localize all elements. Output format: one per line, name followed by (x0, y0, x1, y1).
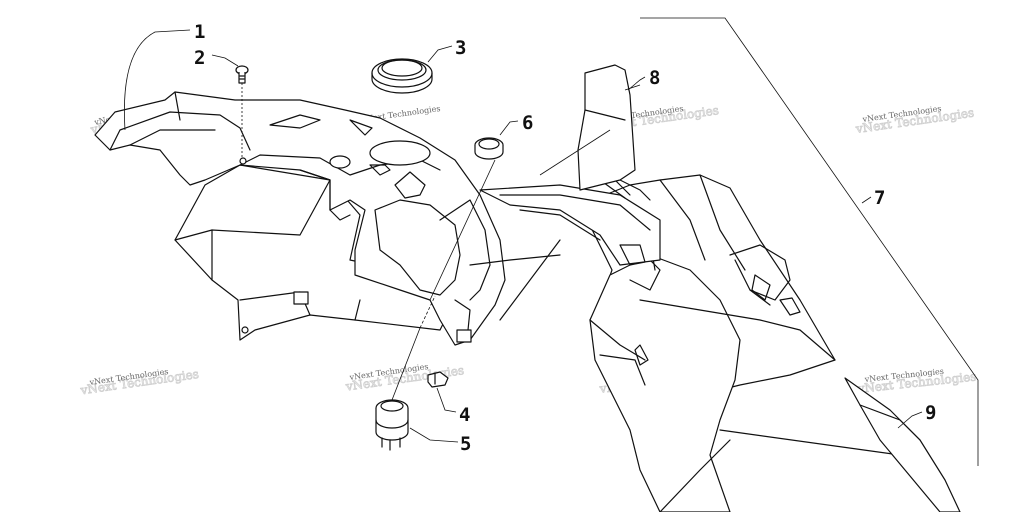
assembly-bracket (640, 17, 979, 466)
callout-4: 4 (459, 404, 470, 426)
callout-2: 2 (194, 47, 205, 69)
rear-cowl (469, 174, 901, 512)
leader-lines (124, 29, 923, 443)
callout-9: 9 (925, 402, 936, 424)
tank-cover-panel (94, 91, 506, 346)
clip (427, 371, 449, 388)
callout-8: 8 (649, 67, 660, 89)
screw (235, 65, 249, 157)
gas-cap-ring (371, 58, 433, 94)
callout-1: 1 (194, 21, 205, 43)
callout-7: 7 (874, 187, 885, 209)
callout-6: 6 (522, 112, 533, 134)
switch-connector (375, 295, 436, 451)
upper-side-panel (539, 64, 641, 191)
callout-3: 3 (455, 37, 466, 59)
callout-labels: 1 2 3 4 5 6 7 8 9 (194, 21, 936, 455)
callout-5: 5 (460, 433, 471, 455)
lower-side-panel (844, 377, 961, 512)
fuel-cap (474, 137, 504, 160)
